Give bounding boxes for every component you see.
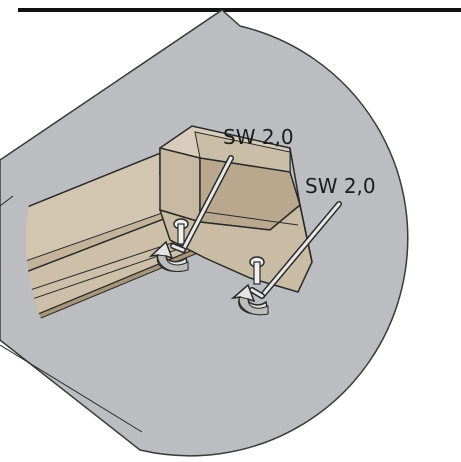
hex-key-icon	[249, 201, 342, 299]
clockwise-arrow-icon	[148, 240, 189, 272]
clockwise-arrow-icon	[230, 283, 269, 316]
hex-key-icon	[170, 155, 234, 253]
detail-view: SW 2,0 SW 2,0	[0, 9, 409, 457]
screw-icon	[249, 256, 265, 285]
tool-size-label: SW 2,0	[305, 174, 376, 198]
leader-line	[0, 344, 143, 433]
screw-icon	[173, 218, 189, 245]
tool-size-label: SW 2,0	[223, 125, 294, 149]
leader-line	[0, 195, 14, 207]
